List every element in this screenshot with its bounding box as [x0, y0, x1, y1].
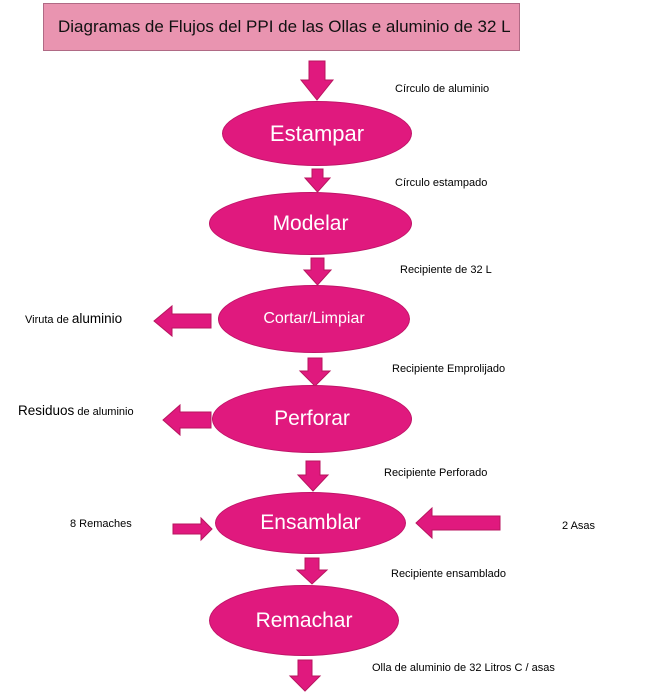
step-label: Remachar	[255, 608, 353, 632]
side-output-residuos: Residuos de aluminio	[18, 403, 134, 418]
flow-label: Recipiente Emprolijado	[392, 363, 506, 375]
flow-label: Olla de aluminio de 32 Litros C / asas	[372, 662, 555, 674]
arrow-down-7	[288, 659, 322, 692]
flow-label: Recipiente ensamblado	[391, 568, 506, 580]
flow-label: Recipiente Perforado	[384, 467, 488, 479]
step-label: Estampar	[269, 120, 365, 146]
step-label: Cortar/Limpiar	[263, 310, 365, 327]
arrow-left-residuos	[162, 403, 212, 437]
step-label: Modelar	[272, 211, 349, 235]
step-perforar: Perforar	[212, 385, 412, 453]
flow-label: Círculo estampado	[395, 177, 488, 189]
diagram-title: Diagramas de Flujos del PPI de las Ollas…	[58, 17, 511, 36]
arrow-right-remaches	[172, 516, 213, 542]
arrow-down-3	[302, 257, 333, 286]
arrow-down-5	[296, 460, 330, 492]
arrow-down-4	[298, 357, 332, 387]
step-ensamblar: Ensamblar	[215, 492, 406, 554]
arrow-down-2	[303, 168, 332, 193]
side-output-main: de aluminio	[74, 406, 134, 418]
flow-label: Círculo de aluminio	[395, 83, 490, 95]
step-label: Ensamblar	[260, 511, 361, 534]
arrow-left-viruta	[153, 304, 212, 338]
side-output-prefix: Residuos	[18, 403, 75, 418]
step-modelar: Modelar	[209, 192, 412, 255]
title-box: Diagramas de Flujos del PPI de las Ollas…	[43, 3, 520, 51]
side-output-main: aluminio	[71, 311, 123, 326]
step-estampar: Estampar	[222, 101, 412, 166]
step-remachar: Remachar	[209, 585, 399, 656]
step-label: Perforar	[274, 407, 350, 430]
side-output-viruta: Viruta de aluminio	[25, 311, 122, 326]
step-cortar-limpiar: Cortar/Limpiar	[218, 285, 410, 353]
arrow-down-6	[295, 557, 329, 585]
arrow-left-asas	[415, 506, 501, 540]
side-output-prefix: Viruta de	[25, 314, 72, 326]
flow-label: Recipiente de 32 L	[400, 264, 492, 276]
arrow-down-1	[299, 60, 335, 101]
side-input-remaches: 8 Remaches	[70, 518, 132, 530]
side-input-asas: 2 Asas	[562, 520, 596, 532]
